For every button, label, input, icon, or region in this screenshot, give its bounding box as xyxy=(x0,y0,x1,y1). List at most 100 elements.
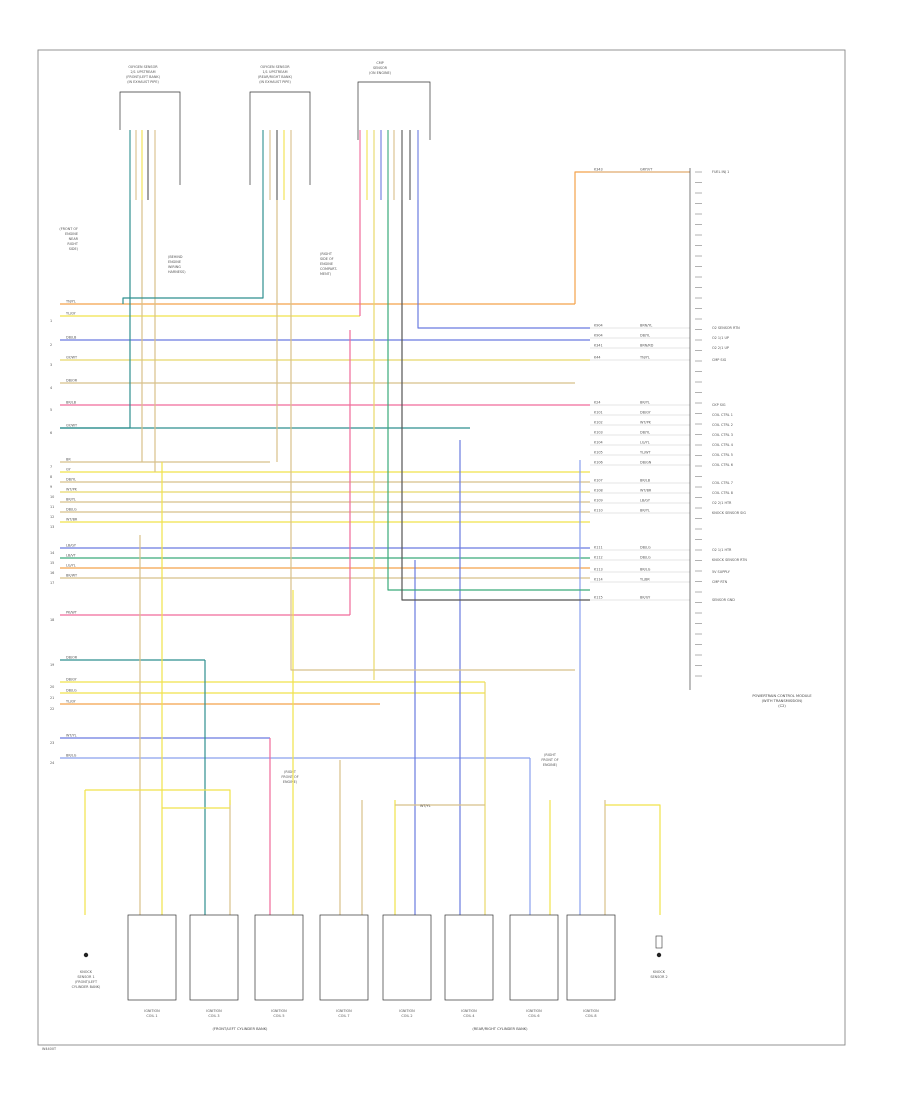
svg-text:BRN/RD: BRN/RD xyxy=(640,344,654,348)
svg-text:WIRING: WIRING xyxy=(168,265,181,269)
top-components: OXYGEN SENSOR 2/1 UPSTREAM (FRONT/LEFT B… xyxy=(119,61,431,185)
row-index-6: 6 xyxy=(50,431,52,435)
svg-text:(WITH TRANSMISSION): (WITH TRANSMISSION) xyxy=(762,699,803,703)
svg-text:COIL CTRL 5: COIL CTRL 5 xyxy=(712,453,733,457)
row-index-18: 18 xyxy=(50,618,54,622)
svg-text:HARNESS): HARNESS) xyxy=(168,270,186,274)
svg-text:SIDE OF: SIDE OF xyxy=(320,257,334,261)
svg-text:LB/GY: LB/GY xyxy=(640,499,651,503)
o2-sensor-front-left[interactable]: OXYGEN SENSOR 2/1 UPSTREAM (FRONT/LEFT B… xyxy=(119,65,181,185)
o2-right-signal-wire xyxy=(122,200,264,304)
row-wire-color-24: BR/LG xyxy=(66,754,77,758)
svg-text:(RIGHT: (RIGHT xyxy=(284,770,297,774)
row-wire-color-18: PK/WT xyxy=(66,611,78,615)
svg-text:IGNITION: IGNITION xyxy=(271,1009,287,1013)
svg-text:RIGHT: RIGHT xyxy=(67,242,79,246)
row-index-9: 9 xyxy=(50,485,52,489)
svg-text:CMP SIG: CMP SIG xyxy=(712,358,727,362)
svg-text:K108: K108 xyxy=(594,489,603,493)
row-wire-color-19: DB/OR xyxy=(66,656,78,660)
wire-layer xyxy=(60,130,690,915)
svg-text:LG/YL: LG/YL xyxy=(640,441,650,445)
right-bank-label: (REAR/RIGHT CYLINDER BANK) xyxy=(472,1027,528,1031)
svg-text:K111: K111 xyxy=(594,546,603,550)
cmp-sensor[interactable]: CMP SENSOR (ON ENGINE) xyxy=(357,61,431,140)
svg-text:COIL 2: COIL 2 xyxy=(401,1014,412,1018)
svg-text:COIL 8: COIL 8 xyxy=(585,1014,596,1018)
svg-text:CMP RTN: CMP RTN xyxy=(712,580,728,584)
row-index-5: 5 xyxy=(50,408,52,412)
row-index-16: 16 xyxy=(50,571,54,575)
svg-text:K105: K105 xyxy=(594,451,603,455)
svg-text:1/1 UPSTREAM: 1/1 UPSTREAM xyxy=(262,70,287,74)
svg-text:K24: K24 xyxy=(594,401,601,405)
svg-text:SIDE): SIDE) xyxy=(69,247,79,251)
knock-sensor-2[interactable]: KNOCK SENSOR 2 xyxy=(650,935,668,979)
row-wire-color-4: DB/OR xyxy=(66,379,78,383)
svg-text:CYLINDER BANK): CYLINDER BANK) xyxy=(72,985,101,989)
row-index-7: 7 xyxy=(50,465,52,469)
svg-text:(FRONT OF: (FRONT OF xyxy=(59,227,78,231)
svg-text:BK/GY: BK/GY xyxy=(640,596,651,600)
note-right-front-1: (RIGHT FRONT OF ENGINE) xyxy=(281,770,298,784)
svg-text:O2 2/1 HTR: O2 2/1 HTR xyxy=(712,501,732,505)
row-wire-color-5: BR/LB xyxy=(66,401,77,405)
svg-text:WT/PK: WT/PK xyxy=(640,421,652,425)
svg-text:5V SUPPLY: 5V SUPPLY xyxy=(712,570,731,574)
row-index-21: 21 xyxy=(50,696,54,700)
svg-text:OXYGEN SENSOR: OXYGEN SENSOR xyxy=(128,65,158,69)
svg-text:K104: K104 xyxy=(594,441,603,445)
svg-text:BR/LG: BR/LG xyxy=(640,568,651,572)
svg-text:COIL 1: COIL 1 xyxy=(146,1014,157,1018)
svg-text:COMPART-: COMPART- xyxy=(320,267,338,271)
o2-sensor-rear-right[interactable]: OXYGEN SENSOR 1/1 UPSTREAM (REAR/RIGHT B… xyxy=(249,65,311,185)
svg-text:COIL CTRL 2: COIL CTRL 2 xyxy=(712,423,733,427)
svg-text:IGNITION: IGNITION xyxy=(526,1009,542,1013)
svg-text:(RIGHT: (RIGHT xyxy=(544,753,557,757)
svg-text:COIL 6: COIL 6 xyxy=(528,1014,539,1018)
row-index-19: 19 xyxy=(50,663,54,667)
svg-text:COIL CTRL 3: COIL CTRL 3 xyxy=(712,433,733,437)
knock-sensor-1[interactable]: KNOCK SENSOR 1 (FRONT/LEFT CYLINDER BANK… xyxy=(72,952,101,989)
svg-text:POWERTRAIN CONTROL MODULE: POWERTRAIN CONTROL MODULE xyxy=(752,694,812,698)
svg-text:CMP: CMP xyxy=(376,61,383,65)
svg-text:ENGINE): ENGINE) xyxy=(283,780,298,784)
row-wire-color-12: DB/LG xyxy=(66,508,77,512)
svg-text:(ON ENGINE): (ON ENGINE) xyxy=(369,71,392,75)
svg-text:IGNITION: IGNITION xyxy=(206,1009,222,1013)
svg-text:O2 1/1 HTR: O2 1/1 HTR xyxy=(712,548,732,552)
side-notes: (FRONT OF ENGINE NEAR RIGHT SIDE) (BEHIN… xyxy=(59,227,558,784)
